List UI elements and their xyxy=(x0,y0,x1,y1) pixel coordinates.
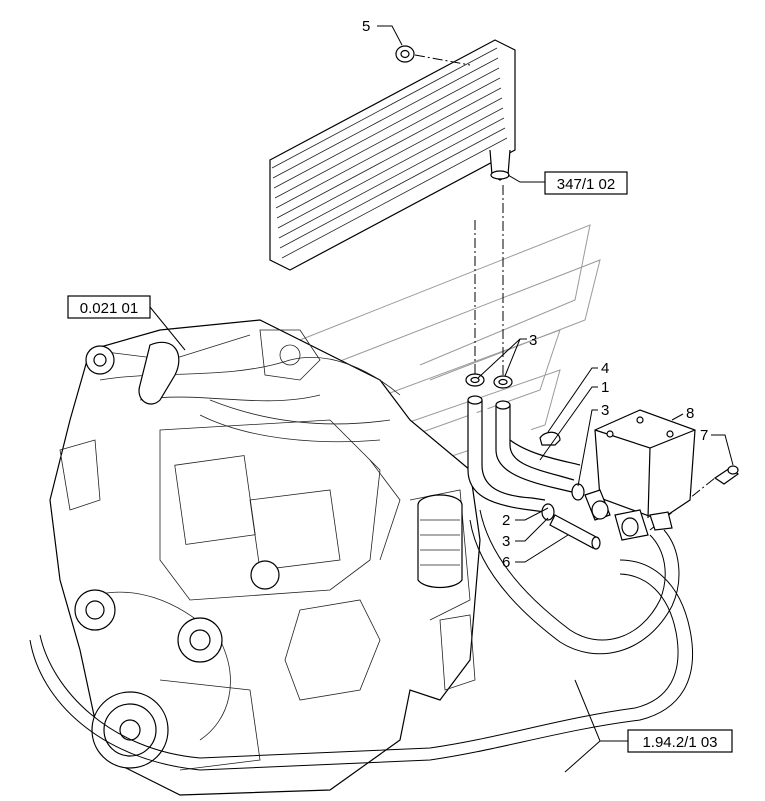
callout-4: 4 xyxy=(601,360,609,377)
callout-8: 8 xyxy=(686,405,694,422)
coolant-hoses xyxy=(29,509,694,771)
callout-1: 1 xyxy=(601,379,609,396)
pipes-part-1-2 xyxy=(467,395,581,513)
callout-2: 2 xyxy=(502,512,510,529)
callout-3-mid: 3 xyxy=(601,402,609,419)
callout-3-top: 3 xyxy=(529,332,537,349)
reference-label-bottom: 1.94.2/1 03 xyxy=(642,734,717,751)
heater-unit-part-8 xyxy=(584,409,696,541)
callout-3-bottom: 3 xyxy=(502,533,510,550)
reference-box-top[interactable]: 347/1 02 xyxy=(544,171,628,195)
callout-6: 6 xyxy=(502,554,510,571)
reference-box-left[interactable]: 0.021 01 xyxy=(67,295,151,319)
screw-part-7 xyxy=(713,465,740,485)
callout-7: 7 xyxy=(700,427,708,444)
leader-lines xyxy=(149,25,734,773)
cooler-core xyxy=(269,39,516,271)
reference-label-left: 0.021 01 xyxy=(80,300,138,317)
callout-5: 5 xyxy=(362,18,370,35)
plug-part-5 xyxy=(395,45,415,63)
tube-part-6 xyxy=(549,514,601,550)
callout-numbers: 5 3 4 1 3 8 7 2 3 6 xyxy=(362,18,708,571)
washers-part-3 xyxy=(465,373,513,389)
reference-box-bottom[interactable]: 1.94.2/1 03 xyxy=(627,729,733,753)
seals-part-3 xyxy=(541,483,585,521)
reference-label-top: 347/1 02 xyxy=(557,176,615,193)
clip-part-4 xyxy=(539,431,561,446)
engine-assembly xyxy=(49,319,481,796)
